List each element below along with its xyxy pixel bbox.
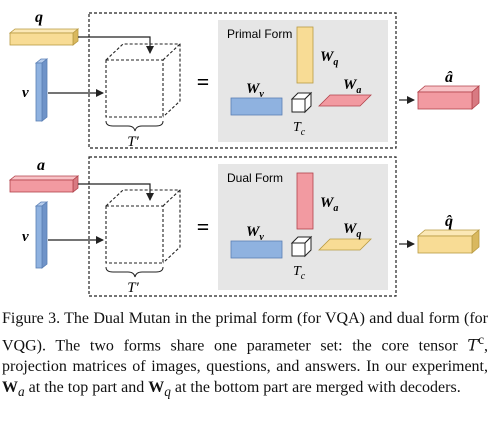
a-hat-label: â [445,69,453,86]
wq-label-bottom-sub: q [356,229,361,240]
wq-label-bottom: Wq [343,221,361,240]
core-label-bottom-sub: c [301,271,306,282]
tensor-label-top: T′ [127,134,139,150]
caption-wq-symbol: W [148,379,165,397]
equals-sign-bottom: = [197,214,210,239]
caption-wa-sub: a [18,384,25,400]
a-input-vector [8,175,80,193]
wv-label-top: Wv [246,81,264,100]
core-label-top: Tc [293,120,306,138]
caption-text-2: , projection matrices of images, questio… [2,337,488,376]
top-dashed-box [88,12,397,149]
wa-matrix-bottom [296,172,314,230]
wv-label-top-sub: v [259,89,264,100]
wa-label-bottom: Wa [320,195,338,214]
wq-label-top-sub: q [333,57,338,68]
tensor-brace-top [105,120,164,132]
wa-matrix-top [318,94,372,107]
q-input-vector [8,28,80,46]
wv-label-bottom: Wv [246,224,264,243]
core-label-bottom: Tc [293,264,306,282]
caption-text-3: at the top part and [24,379,149,397]
q-arrow [78,36,154,54]
v-input-label: v [22,85,29,101]
v-input-vector [34,58,49,122]
wq-label-top: Wq [320,49,338,68]
v-input-label-bottom: v [22,229,29,245]
a-arrow [78,183,154,201]
core-label-top-main: T [293,120,302,135]
caption-tensor-symbol: T [467,335,479,355]
wv-matrix-top [230,97,283,116]
top-panel: q v T′ = Primal Form Wq W [8,9,481,150]
q-hat-label: q̂ [445,213,453,230]
a-input-label: a [37,157,45,174]
wq-label-bottom-main: W [343,221,358,237]
tensor-brace-bottom [105,266,164,278]
v-input-vector-bottom [34,201,49,269]
equals-sign-top: = [197,69,210,94]
tensor-cube-bottom [105,189,181,264]
caption-tensor-sup: c [478,332,484,347]
dual-mutan-figure: q v T′ = Primal Form Wq W [8,9,481,297]
primal-form-title: Primal Form [227,27,292,41]
caption-wq-sub: q [164,384,171,400]
bottom-dashed-box [88,156,397,297]
caption-text-4: at the bottom part are merged with decod… [170,379,461,397]
core-label-top-sub: c [301,127,306,138]
wv-label-top-main: W [246,81,261,97]
wa-label-top-main: W [343,77,358,93]
q-input-label: q [35,9,43,26]
core-cube-top [290,91,313,114]
a-hat-output-vector [416,85,481,110]
wv-matrix-bottom [230,240,283,259]
wa-label-bottom-sub: a [333,203,338,214]
wq-matrix-bottom [318,238,372,251]
wa-label-bottom-main: W [320,195,335,211]
wq-matrix-top [296,26,314,84]
core-cube-bottom [290,235,313,258]
core-label-bottom-main: T [293,264,302,279]
wq-label-top-main: W [320,49,335,65]
figure-caption: Figure 3. The Dual Mutan in the primal f… [2,308,488,403]
q-hat-output-vector [416,229,481,254]
wa-label-top: Wa [343,77,361,96]
wv-label-bottom-main: W [246,224,261,240]
tensor-label-bottom: T′ [127,280,139,296]
wv-label-bottom-sub: v [259,232,264,243]
caption-text-1: Figure 3. The Dual Mutan in the primal f… [2,310,488,355]
caption-wa-symbol: W [2,379,18,397]
tensor-cube-top [105,43,181,118]
wa-label-top-sub: a [356,85,361,96]
dual-form-title: Dual Form [227,171,283,185]
bottom-panel: a v T′ = Dual Form Wa Wv [8,156,481,297]
